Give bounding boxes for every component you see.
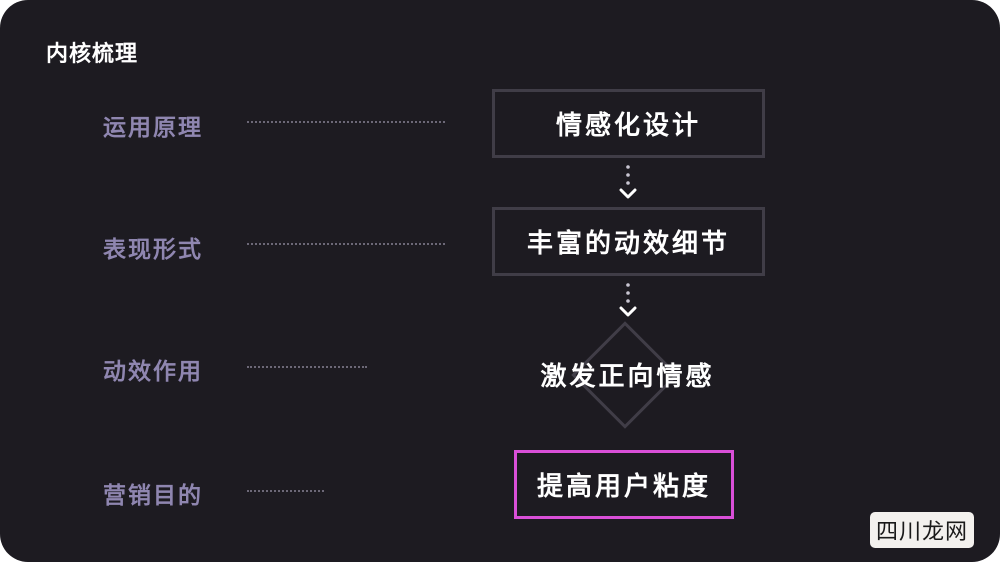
- node-label: 提高用户粘度: [536, 472, 711, 502]
- diagram-title: 内核梳理: [46, 42, 139, 67]
- row-label-goal: 营销目的: [103, 483, 203, 509]
- watermark-logo: 四川龙网: [870, 512, 974, 548]
- dotted-leader: [247, 366, 367, 368]
- arrow-down-icon: [619, 283, 637, 317]
- arrow-down-icon: [619, 165, 637, 199]
- dotted-leader: [247, 121, 445, 123]
- node-positive-emotion: 激发正向情感: [540, 362, 715, 392]
- dotted-leader: [247, 490, 324, 492]
- node-emotional-design: 情感化设计: [492, 89, 765, 158]
- dotted-leader: [247, 243, 445, 245]
- node-rich-motion-details: 丰富的动效细节: [492, 207, 765, 276]
- node-label: 丰富的动效细节: [526, 229, 730, 259]
- node-user-stickiness: 提高用户粘度: [514, 450, 734, 519]
- row-label-effect: 动效作用: [103, 359, 203, 385]
- node-label: 情感化设计: [555, 111, 701, 141]
- row-label-principle: 运用原理: [103, 115, 203, 141]
- row-label-form: 表现形式: [103, 237, 203, 263]
